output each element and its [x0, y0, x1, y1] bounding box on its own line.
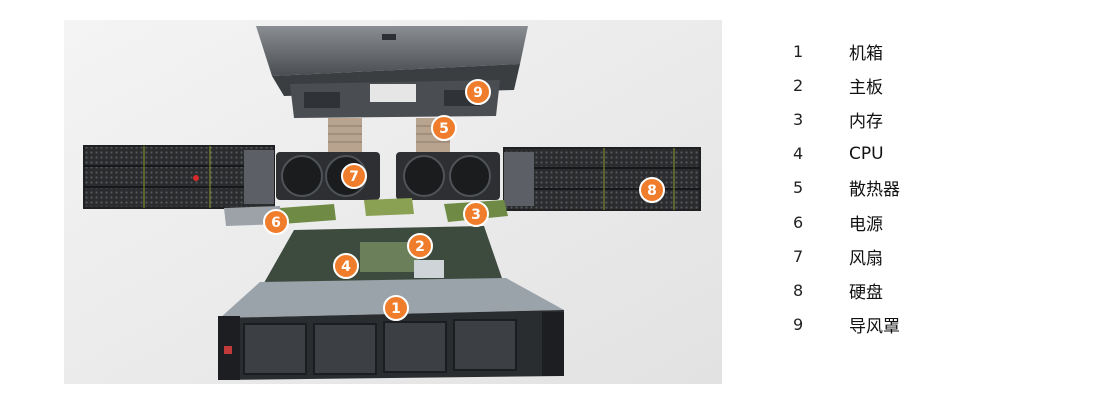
callout-number: 4 — [341, 259, 351, 275]
legend-label: 内存 — [849, 111, 883, 132]
exploded-diagram-svg: 1 2 3 4 5 6 7 8 9 — [64, 20, 722, 384]
legend-row: 1 机箱 — [788, 34, 1088, 68]
legend-label: 电源 — [849, 214, 883, 235]
legend-row: 2 主板 — [788, 68, 1088, 102]
callout-badge-4: 4 — [333, 253, 359, 279]
memory-modules — [280, 198, 508, 224]
callout-number: 2 — [415, 239, 425, 255]
legend-number: 3 — [793, 109, 804, 129]
legend-number: 5 — [793, 178, 804, 198]
legend-number: 8 — [793, 280, 804, 300]
callout-number: 6 — [271, 215, 281, 231]
legend-row: 6 电源 — [788, 205, 1088, 239]
legend-label: 散热器 — [849, 180, 900, 201]
component-legend: 1 机箱 2 主板 3 内存 4 CPU 5 散热器 6 电源 7 风扇 8 硬盘 9 导风罩 — [788, 34, 1088, 342]
legend-label: 机箱 — [849, 43, 883, 64]
server-exploded-view: 1 2 3 4 5 6 7 8 9 — [64, 20, 722, 384]
callout-badge-2: 2 — [407, 233, 433, 259]
left-drive-cage — [83, 145, 275, 209]
callout-number: 8 — [647, 183, 657, 199]
legend-row: 9 导风罩 — [788, 308, 1088, 342]
callout-number: 7 — [349, 169, 359, 185]
right-drive-cage — [503, 147, 701, 211]
callout-number: 5 — [439, 121, 449, 137]
legend-label: 导风罩 — [849, 317, 900, 338]
legend-row: 4 CPU — [788, 137, 1088, 171]
legend-label: 风扇 — [849, 248, 883, 269]
legend-label: 硬盘 — [849, 282, 883, 303]
legend-row: 7 风扇 — [788, 239, 1088, 273]
legend-number: 9 — [793, 315, 804, 335]
callout-badge-7: 7 — [341, 163, 367, 189]
legend-row: 5 散热器 — [788, 171, 1088, 205]
legend-label: 主板 — [849, 77, 883, 98]
callout-number: 9 — [473, 85, 483, 101]
legend-number: 1 — [793, 41, 804, 61]
legend-number: 4 — [793, 144, 804, 164]
legend-number: 7 — [793, 246, 804, 266]
legend-label: CPU — [849, 143, 884, 164]
callout-badge-8: 8 — [639, 177, 665, 203]
callout-badge-6: 6 — [263, 209, 289, 235]
chassis — [218, 278, 564, 380]
callout-number: 3 — [471, 207, 481, 223]
legend-number: 6 — [793, 212, 804, 232]
callout-badge-1: 1 — [383, 295, 409, 321]
legend-row: 8 硬盘 — [788, 273, 1088, 307]
callout-number: 1 — [391, 301, 401, 317]
callout-layer: 1 2 3 4 5 6 7 8 9 — [263, 79, 665, 321]
callout-badge-5: 5 — [431, 115, 457, 141]
callout-badge-3: 3 — [463, 201, 489, 227]
chassis-interior — [260, 226, 504, 290]
legend-row: 3 内存 — [788, 102, 1088, 136]
callout-badge-9: 9 — [465, 79, 491, 105]
legend-number: 2 — [793, 75, 804, 95]
